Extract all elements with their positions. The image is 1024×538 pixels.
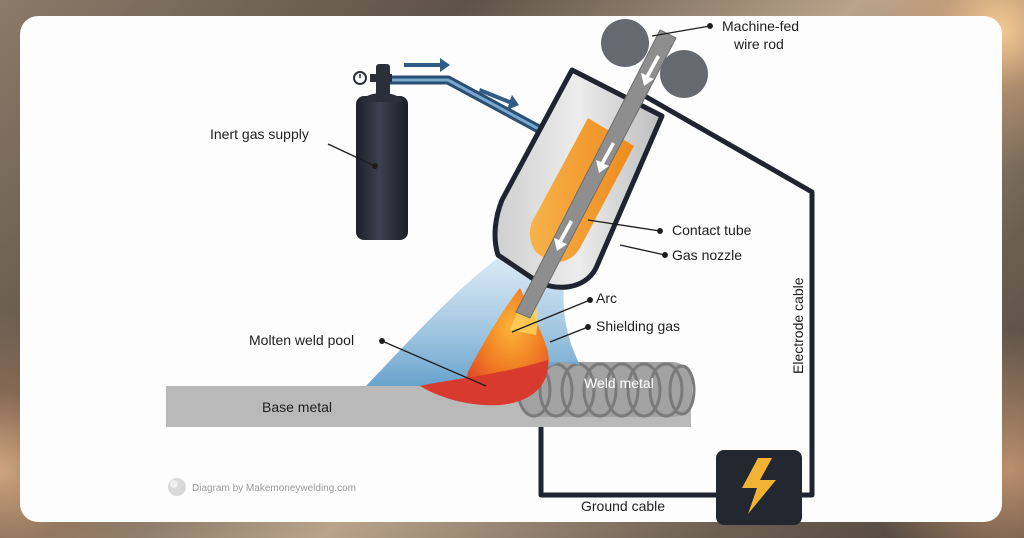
gas-supply-hose: [390, 75, 551, 138]
label-wire-feed-line2: wire rod: [733, 36, 784, 52]
electrode-cable-line: [641, 92, 815, 498]
leader-gas-supply: [327, 143, 376, 167]
molten-pool-edge: [420, 360, 549, 406]
feed-roller-top: [601, 19, 649, 67]
leader-arc: [511, 299, 591, 333]
lightning-bolt-icon: [742, 458, 776, 514]
ground-cable-line: [538, 420, 718, 498]
gas-cylinder: [356, 64, 408, 240]
label-shielding-gas: Shielding gas: [596, 318, 680, 334]
weld-metal-bead: [516, 362, 696, 418]
wire-flow-arrows: [554, 55, 660, 251]
label-weld-metal: Weld metal: [584, 375, 654, 391]
leader-wire-feed: [651, 25, 711, 37]
label-gas-nozzle: Gas nozzle: [672, 247, 742, 263]
leader-contact-tube: [587, 219, 661, 232]
pressure-gauge-icon: [353, 71, 367, 85]
credit-logo-icon: [168, 478, 186, 496]
label-arc: Arc: [596, 290, 617, 306]
leader-shielding-gas: [549, 326, 589, 343]
label-base-metal: Base metal: [262, 399, 332, 415]
feed-roller-bottom: [660, 50, 708, 98]
label-wire-feed-line1: Machine-fed: [722, 18, 799, 34]
label-molten-pool: Molten weld pool: [249, 332, 354, 348]
credit-text: Diagram by Makemoneywelding.com: [192, 483, 356, 494]
label-ground-cable: Ground cable: [581, 498, 665, 514]
label-gas-supply: Inert gas supply: [210, 126, 309, 142]
label-contact-tube: Contact tube: [672, 222, 752, 238]
label-electrode-cable: Electrode cable: [790, 277, 806, 374]
leader-gas-nozzle: [619, 244, 666, 256]
leader-molten-pool: [381, 340, 487, 387]
